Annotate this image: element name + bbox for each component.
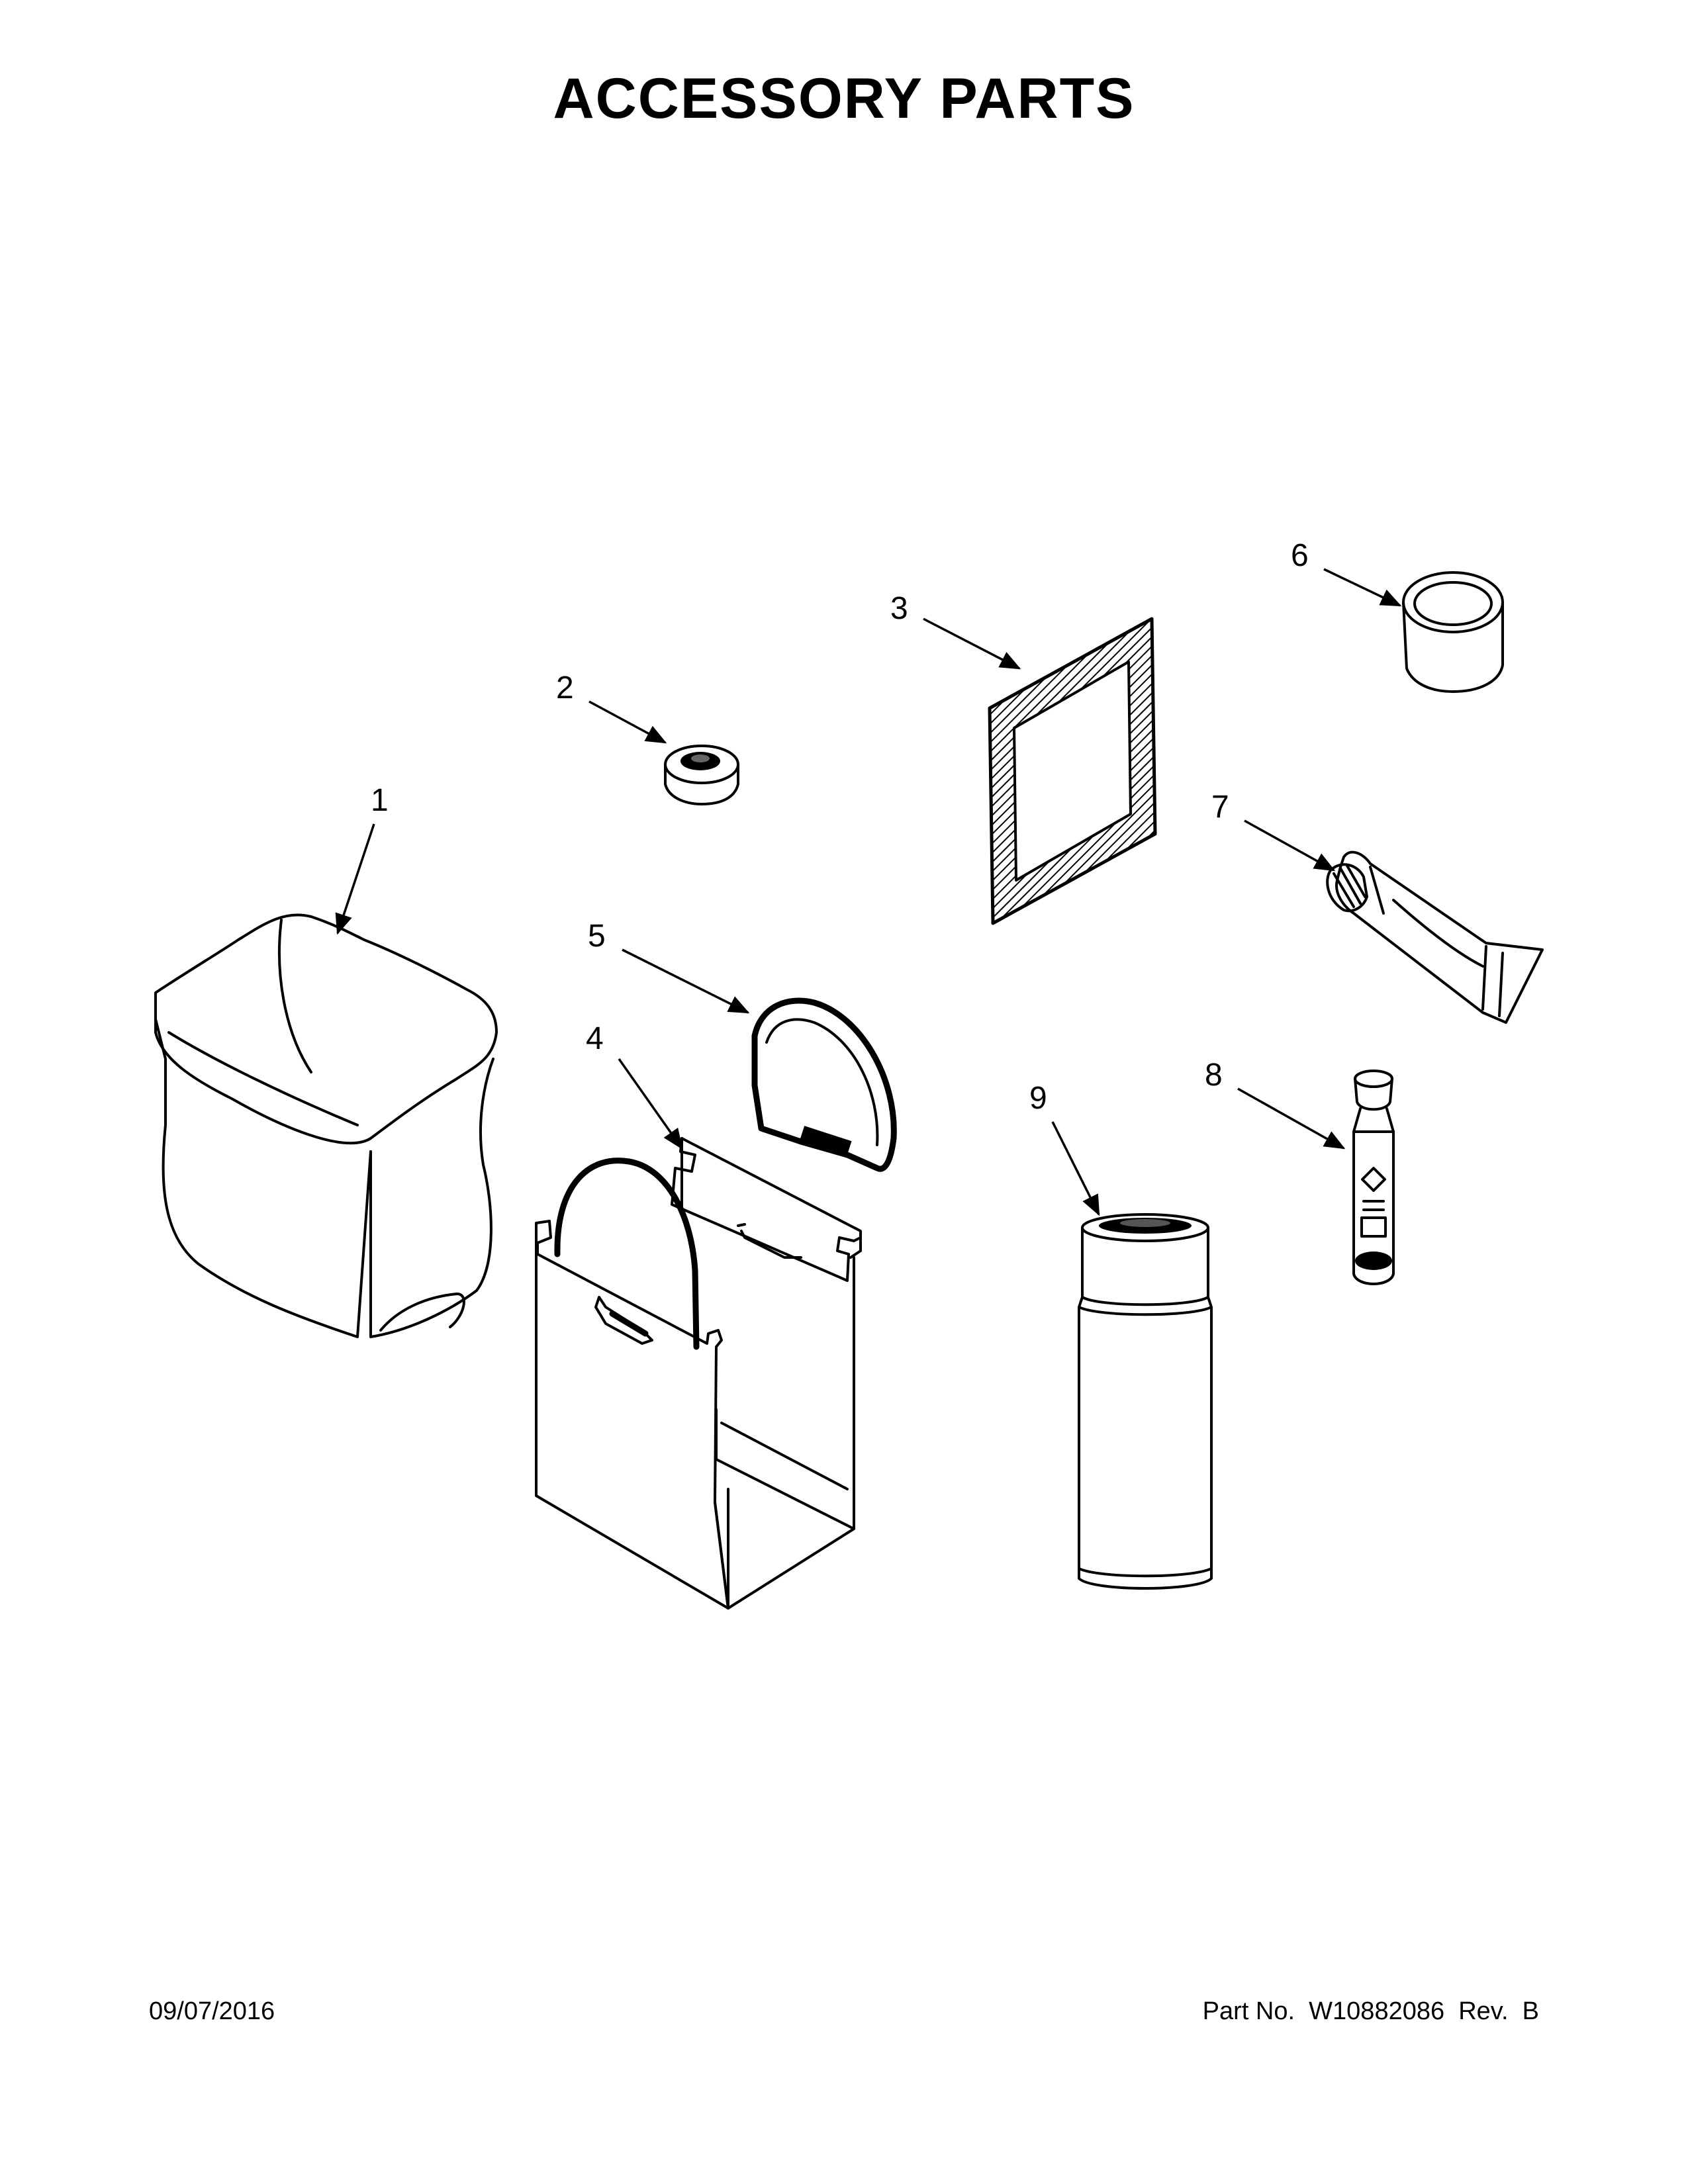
leader-1 [335,823,375,935]
leader-7 [1244,819,1336,872]
callout-4: 4 [586,1021,604,1056]
leader-6 [1323,568,1402,607]
footer-date: 09/07/2016 [149,1997,275,2025]
part-5-handle [751,997,897,1172]
callout-3: 3 [890,591,908,626]
callout-2: 2 [556,670,574,705]
leader-2 [588,700,667,744]
leader-3 [923,617,1021,670]
footer-part-number: Part No. W10882086 Rev. B [1202,1997,1539,2025]
leader-8 [1237,1087,1346,1150]
callout-5: 5 [588,919,606,954]
callout-1: 1 [371,783,389,818]
leader-4 [618,1058,683,1150]
part-4-bag-holder [535,1137,862,1610]
callout-7: 7 [1211,790,1229,825]
part-8-bottle [1352,1069,1395,1285]
part-9-spray-can [1078,1213,1213,1590]
callout-6: 6 [1291,538,1309,573]
part-2-grommet [664,745,739,805]
page-title: ACCESSORY PARTS [553,67,1135,130]
leader-5 [622,948,750,1014]
callout-8: 8 [1205,1058,1223,1093]
part-7-tube [1326,850,1544,1024]
part-6-tape-roll [1402,571,1504,693]
callout-9: 9 [1029,1081,1047,1116]
leader-9 [1051,1121,1100,1216]
part-3-gasket [988,617,1157,925]
part-1-bag-liner [154,913,498,1338]
